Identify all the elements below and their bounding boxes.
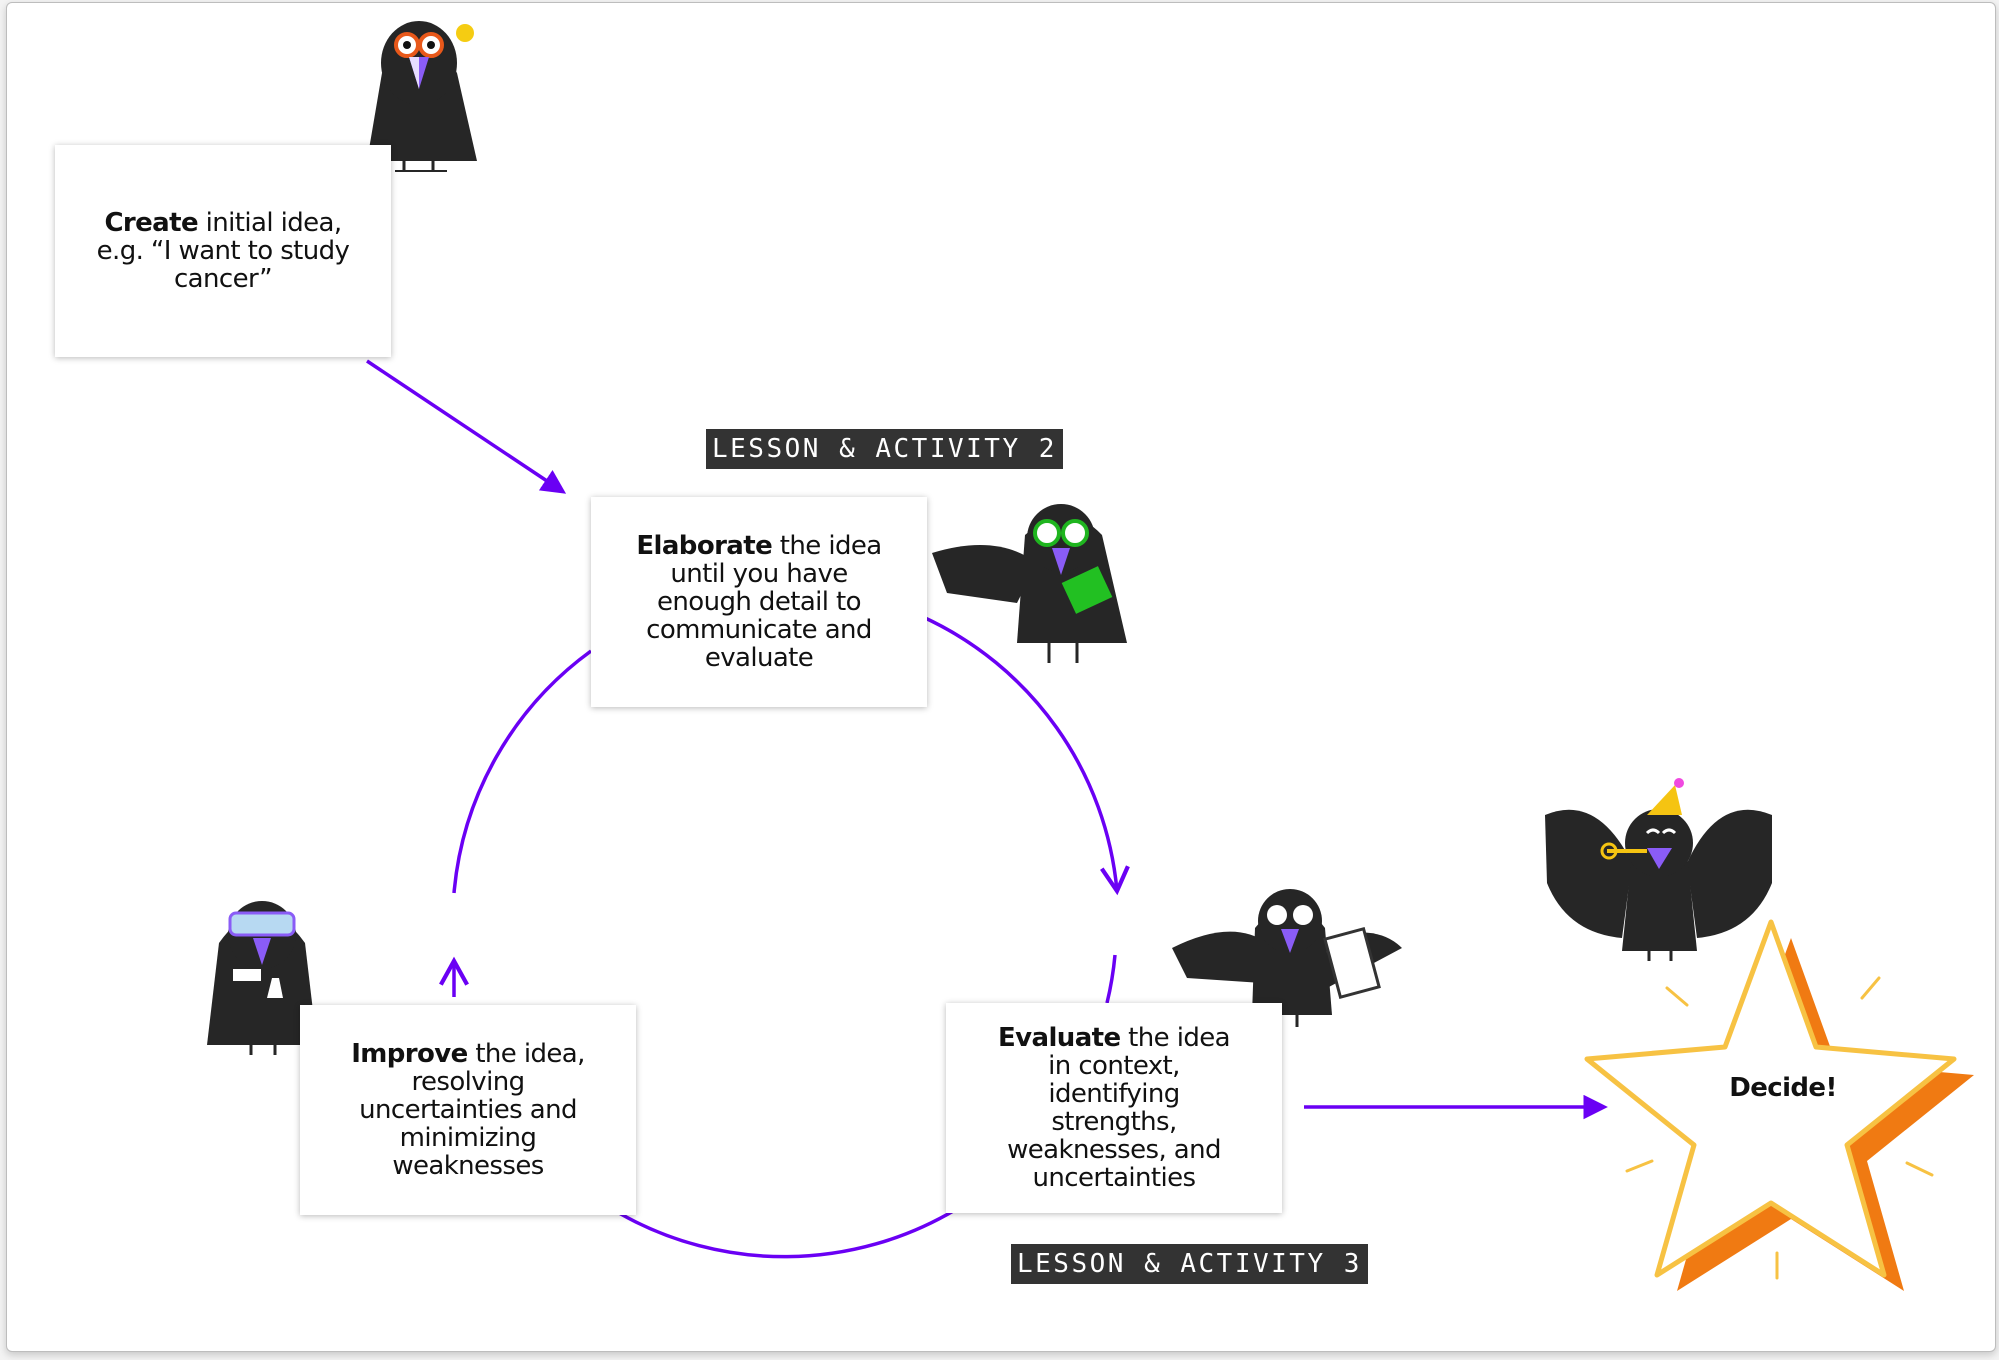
step-desc-elaborate: the idea until you have enough detail to… — [646, 531, 882, 673]
arc-evaluate-to-improve — [1105, 954, 1117, 1004]
step-title-elaborate: Elaborate — [636, 531, 773, 561]
step-desc-evaluate: the idea in context, identifying strengt… — [1007, 1023, 1230, 1193]
step-card-elaborate: Elaborate the idea until you have enough… — [591, 497, 927, 707]
step-card-create: Create initial idea, e.g. “I want to stu… — [55, 145, 391, 357]
crow-lightbulb-icon — [367, 21, 477, 172]
step-card-improve: Improve the idea, resolving uncertaintie… — [300, 1005, 636, 1215]
diagram-svg — [207, 21, 1974, 1291]
decide-label: Decide! — [1729, 1073, 1837, 1103]
step-desc-create: initial idea, e.g. “I want to study canc… — [96, 208, 350, 294]
crow-checklist-icon — [1172, 889, 1402, 1027]
arc-bottom — [618, 1208, 956, 1259]
arc-left-upper — [452, 649, 593, 894]
arrow-create-to-elaborate — [366, 359, 567, 494]
step-text-create: Create initial idea, e.g. “I want to stu… — [95, 209, 351, 293]
diagram-canvas: Create initial idea, e.g. “I want to stu… — [6, 2, 1996, 1352]
step-text-evaluate: Evaluate the idea in context, identifyin… — [986, 1024, 1242, 1192]
step-desc-improve: the idea, resolving uncertainties and mi… — [359, 1039, 585, 1181]
step-title-improve: Improve — [351, 1039, 468, 1069]
crow-book-icon — [932, 504, 1127, 663]
step-text-elaborate: Elaborate the idea until you have enough… — [631, 532, 887, 672]
step-title-create: Create — [104, 208, 198, 238]
star-icon — [1584, 919, 1974, 1291]
lesson-tag-2: LESSON & ACTIVITY 2 — [706, 429, 1063, 469]
arc-elaborate-to-evaluate — [922, 615, 1130, 896]
step-text-improve: Improve the idea, resolving uncertaintie… — [340, 1040, 596, 1180]
crow-goggles-flask-icon — [207, 901, 317, 1055]
step-card-evaluate: Evaluate the idea in context, identifyin… — [946, 1003, 1282, 1213]
step-title-evaluate: Evaluate — [998, 1023, 1121, 1053]
lesson-tag-3: LESSON & ACTIVITY 3 — [1011, 1244, 1368, 1284]
crow-party-icon — [1545, 778, 1772, 961]
